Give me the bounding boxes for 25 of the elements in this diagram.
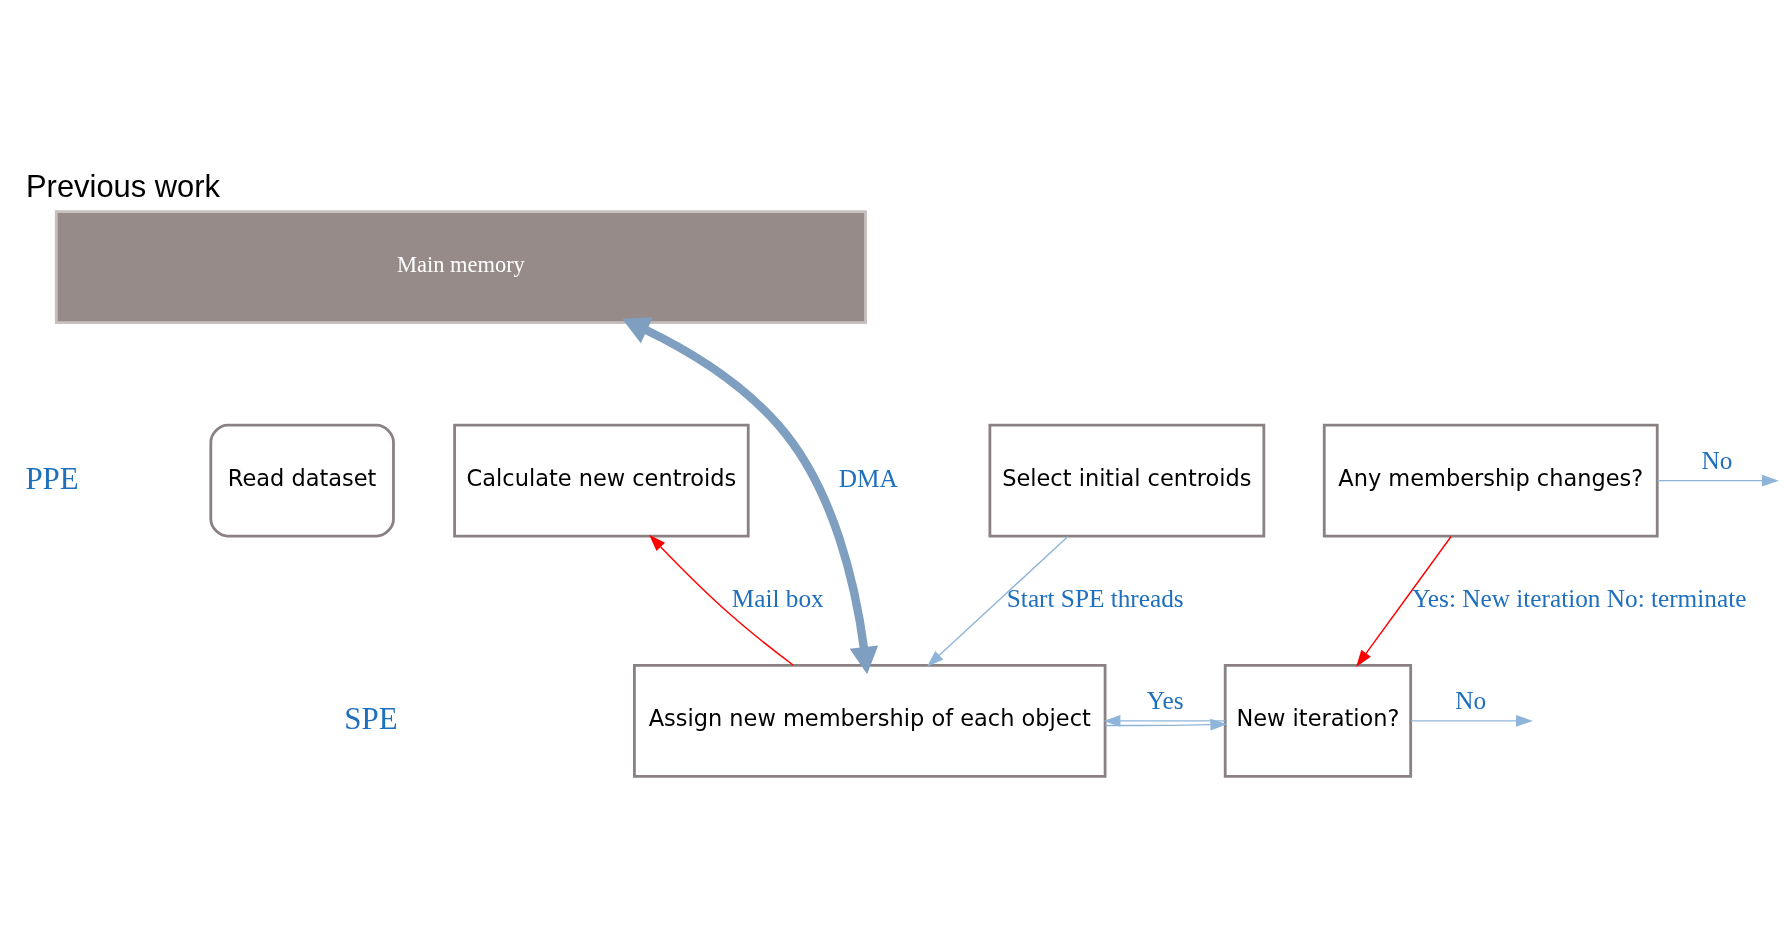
arrow <box>622 317 879 675</box>
node-box: Main memory <box>54 210 867 324</box>
node-box: Any membership changes? <box>1322 423 1659 538</box>
edge-label: Yes <box>1146 685 1184 714</box>
node-box: New iteration? <box>1223 664 1413 778</box>
node-box: Read dataset <box>209 423 395 538</box>
edge-label: Start SPE threads <box>1006 583 1184 612</box>
edge-label: Mail box <box>731 583 824 612</box>
label: PPE <box>25 460 79 496</box>
arrow <box>926 535 1069 667</box>
edge-label: No <box>1455 685 1487 714</box>
arrow <box>649 534 795 666</box>
edge-label: DMA <box>838 463 898 492</box>
arrow <box>1356 535 1452 667</box>
arrow <box>1656 474 1779 487</box>
edge-label: No <box>1701 445 1733 474</box>
arrow <box>1103 715 1226 727</box>
edge-label: Yes: New iteration No: terminate <box>1412 583 1747 612</box>
node-box: Calculate new centroids <box>453 423 750 538</box>
node-box: Select initial centroids <box>988 423 1266 538</box>
arrow <box>1410 715 1533 727</box>
arrow <box>1104 718 1228 731</box>
diagram-title: Previous work <box>26 168 221 204</box>
label: SPE <box>344 700 398 736</box>
node-box: Assign new membership of each object <box>633 664 1107 778</box>
